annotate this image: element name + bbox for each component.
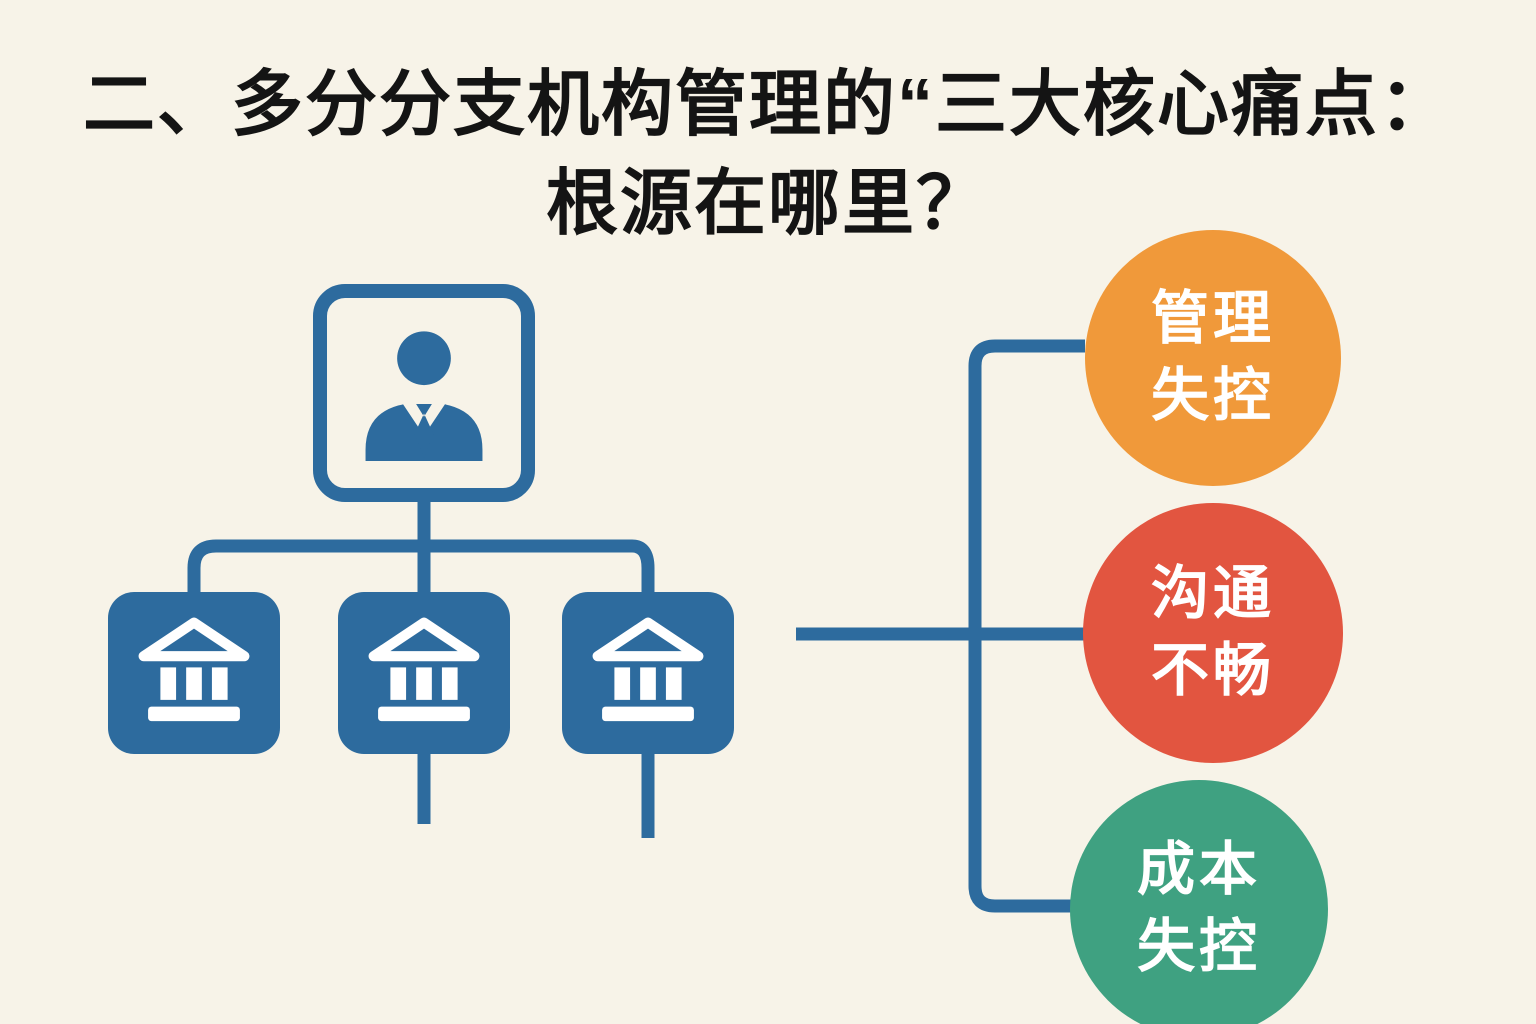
bank-icon xyxy=(592,617,704,722)
person-icon xyxy=(365,331,483,461)
pain-point-bracket xyxy=(968,339,1085,913)
page-title-line-2: 根源在哪里？ xyxy=(545,164,990,245)
page-title: 二、多分分支机构管理的“三大核心痛点： 根源在哪里？ xyxy=(0,56,1536,255)
pain-point-3-line-2: 失控 xyxy=(1136,914,1261,979)
bank-icon xyxy=(368,617,480,722)
headquarters-box xyxy=(313,284,535,502)
branch-box-2 xyxy=(338,592,510,754)
branch-connector-rail xyxy=(187,539,655,592)
pain-point-3-line-1: 成本 xyxy=(1136,837,1261,903)
pain-point-2-line-1: 沟通 xyxy=(1150,561,1275,627)
pain-point-1-line-1: 管理 xyxy=(1150,286,1275,352)
pain-point-1-line-2: 失控 xyxy=(1150,363,1275,428)
branch-box-1 xyxy=(108,592,280,754)
branch-box-3 xyxy=(562,592,734,754)
pain-point-2-line-2: 不畅 xyxy=(1150,638,1275,703)
bank-icon xyxy=(138,617,250,722)
pain-point-circle-1: 管理 失控 xyxy=(1085,230,1341,486)
pain-point-circle-3: 成本 失控 xyxy=(1070,780,1328,1024)
pain-point-circle-2: 沟通 不畅 xyxy=(1083,503,1343,763)
page-title-line-1: 二、多分分支机构管理的“三大核心痛点： xyxy=(82,65,1453,145)
